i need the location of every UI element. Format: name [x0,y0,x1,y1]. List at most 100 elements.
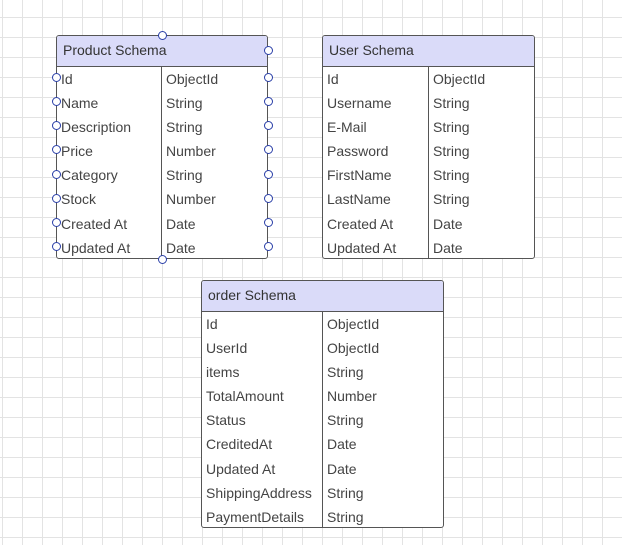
connection-handle-left[interactable] [51,96,61,106]
order-field-row: CreditedAt Date [202,432,443,456]
product-field-name: Description [61,119,132,136]
user-schema-title: User Schema [329,42,414,58]
connection-handle-left[interactable] [51,144,61,154]
order-field-name: PaymentDetails [206,508,305,525]
product-field-name: Name [61,95,99,112]
order-schema-header: order Schema [202,281,443,312]
connection-handle-left[interactable] [51,72,61,82]
connection-handle-left[interactable] [51,169,61,179]
order-field-type: String [327,412,364,429]
product-field-type: ObjectId [166,71,219,87]
order-field-type: String [327,364,364,381]
connection-handle-top[interactable] [157,30,167,40]
order-field-name: Updated At [206,460,276,477]
order-field-type: ObjectId [327,340,380,357]
product-column-divider [161,66,162,258]
user-field-row: Id ObjectId [323,67,534,91]
product-field-type: Date [166,239,196,256]
product-field-type: Number [166,143,216,160]
user-field-type: ObjectId [433,71,486,87]
order-field-type: String [327,508,364,525]
connection-handle-left[interactable] [51,193,61,203]
connection-handle-right[interactable] [263,169,273,179]
user-field-name: Password [327,143,389,160]
order-field-row: Updated At Date [202,457,443,481]
order-field-type: Date [327,460,357,477]
order-field-row: items String [202,360,443,384]
product-field-name: Category [61,167,118,184]
user-field-name: FirstName [327,167,392,184]
connection-handle-right[interactable] [263,241,273,251]
product-field-type: String [166,119,203,136]
product-field-row: Id ObjectId [57,67,267,91]
product-field-row: Stock Number [57,187,267,211]
user-field-name: Updated At [327,239,397,256]
order-field-type: Date [327,436,357,453]
order-field-name: ShippingAddress [206,484,312,501]
product-field-row: Category String [57,163,267,187]
product-field-row: Price Number [57,139,267,163]
product-field-type: Number [166,191,216,208]
connection-handle-right[interactable] [263,45,273,55]
user-field-row: FirstName String [323,163,534,187]
product-field-type: String [166,167,203,184]
order-field-type: ObjectId [327,316,380,332]
order-field-name: items [206,364,240,381]
user-column-divider [428,66,429,258]
order-field-row: UserId ObjectId [202,336,443,360]
order-field-row: TotalAmount Number [202,384,443,408]
order-field-row: Id ObjectId [202,312,443,336]
user-field-type: String [433,119,470,136]
connection-handle-right[interactable] [263,217,273,227]
user-field-name: LastName [327,191,391,208]
connection-handle-left[interactable] [51,120,61,130]
order-field-name: Id [206,316,218,332]
user-field-row: LastName String [323,187,534,211]
order-field-name: TotalAmount [206,388,284,405]
user-field-type: Date [433,215,463,232]
user-field-name: E-Mail [327,119,367,136]
user-field-row: E-Mail String [323,115,534,139]
order-field-name: Status [206,412,246,429]
user-field-type: String [433,167,470,184]
connection-handle-left[interactable] [51,241,61,251]
product-field-name: Stock [61,191,97,208]
order-field-type: Number [327,388,377,405]
user-field-name: Created At [327,215,394,232]
product-field-name: Created At [61,215,128,232]
product-field-name: Price [61,143,93,160]
order-field-row: Status String [202,408,443,432]
connection-handle-right[interactable] [263,144,273,154]
connection-handle-right[interactable] [263,193,273,203]
connection-handle-right[interactable] [263,120,273,130]
connection-handle-right[interactable] [263,72,273,82]
connection-handle-left[interactable] [51,217,61,227]
product-field-name: Updated At [61,239,131,256]
product-schema-title: Product Schema [63,42,167,58]
order-field-name: CreditedAt [206,436,273,453]
connection-handle-right[interactable] [263,96,273,106]
order-field-name: UserId [206,340,248,357]
product-field-row: Description String [57,115,267,139]
user-field-name: Username [327,95,392,112]
product-field-row: Updated At Date [57,236,267,260]
order-column-divider [322,311,323,527]
connection-handle-bottom[interactable] [157,254,167,264]
order-field-type: String [327,484,364,501]
order-field-row: PaymentDetails String [202,505,443,529]
user-schema-header: User Schema [323,36,534,67]
user-field-name: Id [327,71,339,87]
product-field-name: Id [61,71,73,87]
user-field-type: String [433,191,470,208]
